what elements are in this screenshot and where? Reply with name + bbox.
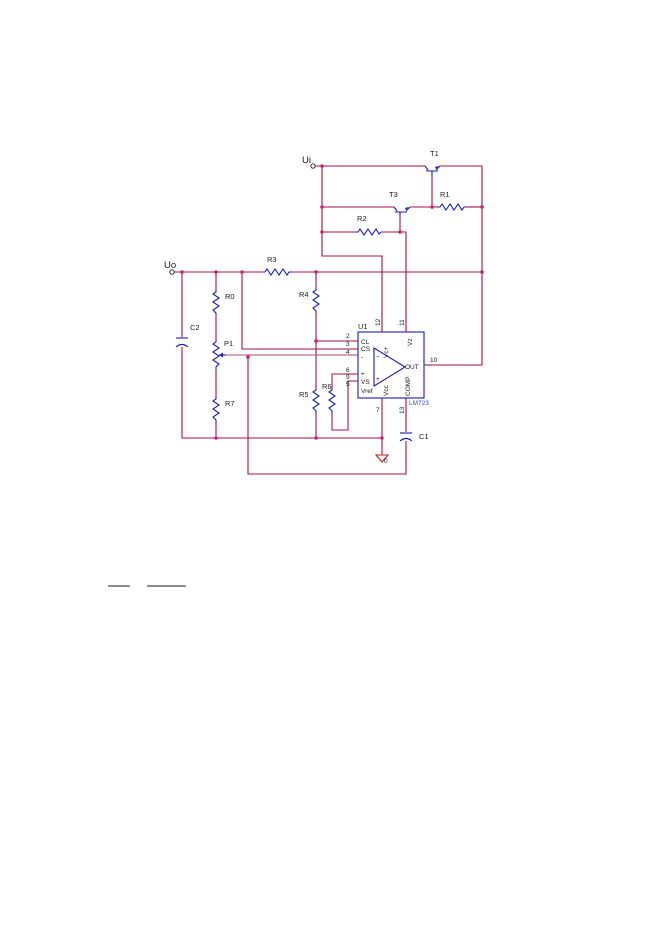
- ic-pin-number-3: 3: [346, 341, 350, 348]
- ic-opamp-triangle: [373, 347, 407, 387]
- ic-pin-number-5: 5: [346, 381, 350, 388]
- wire-c1-bottom-return: [247, 357, 407, 475]
- wire-uo-to-cs: [241, 272, 358, 350]
- ic-pin-comp: COMP: [405, 377, 412, 397]
- wires: [174, 165, 483, 475]
- ic-pin-number-6: 6: [346, 367, 350, 374]
- transistor-t3: T3: [389, 190, 411, 217]
- wire-c2-bottom: [181, 347, 382, 439]
- junction-dot: [320, 205, 324, 209]
- junction-dot: [214, 270, 218, 274]
- ic-u1: − + U1 LM723 CL CS - + VS Vref OUT COMP …: [346, 318, 438, 414]
- resistor-r6: R6: [322, 382, 336, 414]
- resistor-r4: R4: [299, 288, 320, 313]
- resistor-r5: R5: [299, 388, 320, 414]
- ic-pin-cl: CL: [361, 339, 370, 346]
- ic-u1-designator: U1: [358, 322, 368, 331]
- ground-symbol: 0: [374, 454, 390, 465]
- ic-pin-number-13: 13: [399, 406, 406, 414]
- input-terminal-label: Ui: [302, 155, 311, 166]
- ic-pin-cs: CS: [361, 346, 371, 353]
- transistor-t1-label: T1: [430, 149, 439, 158]
- ic-pin-number-12: 12: [375, 318, 382, 326]
- wire-r2-to-vz: [381, 231, 407, 320]
- ic-pin-out: OUT: [405, 364, 419, 371]
- resistor-r7-label: R7: [225, 399, 235, 408]
- resistor-r0-label: R0: [225, 292, 235, 301]
- input-terminal: Ui: [302, 155, 316, 169]
- capacitor-c2-label: C2: [190, 323, 200, 332]
- ic-pin-ninv: -: [361, 354, 363, 361]
- junction-dot: [180, 270, 184, 274]
- ic-pin-number-4: 4: [346, 349, 350, 356]
- junction-dot: [380, 436, 384, 440]
- transistor-t1: T1: [424, 149, 441, 176]
- capacitor-c1: C1: [399, 432, 429, 442]
- ic-pin-inv: +: [361, 371, 365, 378]
- ic-u1-part: LM723: [409, 400, 429, 407]
- resistor-r1: R1: [437, 190, 466, 211]
- wire-right-rail: [432, 165, 483, 366]
- svg-text:+: +: [376, 376, 380, 383]
- ic-pin-number-11: 11: [399, 319, 406, 326]
- ic-pin-number-10: 10: [430, 357, 438, 364]
- capacitor-c2: C2: [175, 323, 200, 348]
- junction-dot: [214, 436, 218, 440]
- junction-dot: [320, 164, 324, 168]
- ground-label: 0: [384, 458, 388, 465]
- capacitor-c1-label: C1: [419, 432, 429, 441]
- ic-u1-body: [357, 331, 425, 399]
- junction-dot: [314, 436, 318, 440]
- wire-r6-loop: [331, 380, 358, 431]
- ic-pin-number-2: 2: [346, 333, 350, 340]
- ic-pin-number-7: 7: [376, 407, 380, 414]
- transistor-t3-label: T3: [389, 190, 398, 199]
- resistor-r6-label: R6: [322, 382, 332, 391]
- junction-dot: [398, 230, 402, 234]
- junction-dot: [246, 355, 250, 359]
- ic-pin-vz: Vz: [407, 338, 414, 346]
- potentiometer-p1-label: P1: [224, 339, 233, 348]
- wire-ui-to-vc-plus: [321, 166, 383, 320]
- junction-dot: [430, 205, 434, 209]
- potentiometer-p1: P1: [212, 339, 233, 370]
- resistor-r0: R0: [212, 290, 235, 315]
- ic-pin-vs: VS: [361, 379, 370, 386]
- junction-dot: [480, 270, 484, 274]
- resistor-r2-label: R2: [357, 214, 367, 223]
- resistor-r3: R3: [262, 255, 292, 276]
- resistor-r4-label: R4: [299, 290, 309, 299]
- ic-pin-number-9: 9: [346, 374, 350, 381]
- output-terminal-label: Uo: [164, 260, 176, 271]
- resistor-r2: R2: [355, 214, 382, 236]
- junction-dot: [320, 230, 324, 234]
- junction-dot: [314, 270, 318, 274]
- resistor-r5-label: R5: [299, 390, 309, 399]
- junction-dot: [314, 339, 318, 343]
- resistor-r1-label: R1: [440, 190, 450, 199]
- ic-pin-vref: Vref: [361, 388, 373, 395]
- output-terminal: Uo: [164, 260, 176, 275]
- junctions: [180, 164, 484, 440]
- svg-text:−: −: [376, 354, 380, 361]
- ic-pin-vcc: Vcc: [383, 384, 390, 396]
- resistor-r7: R7: [212, 397, 235, 422]
- wire-r6-top: [331, 373, 358, 388]
- junction-dot: [240, 270, 244, 274]
- junction-dot: [480, 205, 484, 209]
- resistor-r3-label: R3: [267, 255, 277, 264]
- ic-pin-vcplus: Vc+: [383, 346, 390, 358]
